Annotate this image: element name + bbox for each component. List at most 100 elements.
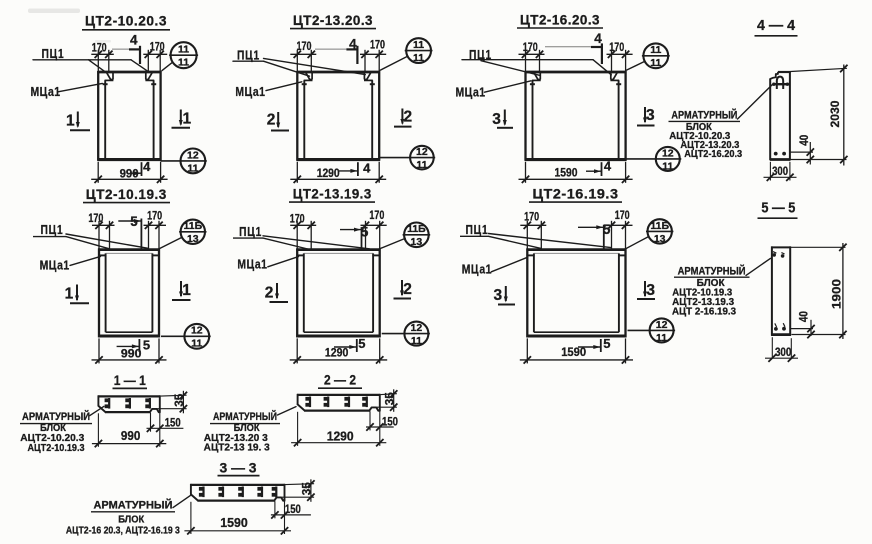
svg-text:5: 5 <box>130 214 138 229</box>
svg-text:11Б: 11Б <box>650 220 669 232</box>
svg-text:11Б: 11Б <box>407 223 426 235</box>
svg-text:4: 4 <box>143 159 151 174</box>
svg-text:11: 11 <box>178 44 189 56</box>
svg-text:150: 150 <box>165 416 181 430</box>
svg-text:170: 170 <box>92 41 107 55</box>
svg-text:990: 990 <box>120 167 139 181</box>
svg-text:БЛОК: БЛОК <box>40 422 67 434</box>
svg-text:3: 3 <box>492 111 501 128</box>
svg-text:4: 4 <box>604 159 612 174</box>
svg-text:1290: 1290 <box>327 429 354 444</box>
svg-text:150: 150 <box>382 414 398 428</box>
svg-text:5: 5 <box>603 222 611 237</box>
svg-text:170: 170 <box>147 209 162 223</box>
svg-text:МЦа1: МЦа1 <box>237 257 267 271</box>
svg-text:3: 3 <box>646 107 655 124</box>
svg-text:ПЦ1: ПЦ1 <box>41 223 64 237</box>
svg-text:35: 35 <box>174 393 186 407</box>
svg-text:11: 11 <box>191 338 202 350</box>
svg-text:13: 13 <box>187 233 199 245</box>
svg-text:990: 990 <box>121 428 141 443</box>
svg-text:4: 4 <box>349 36 357 51</box>
svg-text:МЦа1: МЦа1 <box>40 258 70 272</box>
svg-text:ЦТ2-13.20.3: ЦТ2-13.20.3 <box>293 13 373 28</box>
svg-text:4 — 4: 4 — 4 <box>757 17 796 34</box>
svg-text:2: 2 <box>403 109 412 126</box>
svg-text:МЦа1: МЦа1 <box>235 85 265 99</box>
svg-text:11: 11 <box>413 52 424 64</box>
svg-text:170: 170 <box>297 39 312 53</box>
svg-text:1590: 1590 <box>555 165 578 179</box>
svg-text:5: 5 <box>358 336 365 351</box>
svg-text:13: 13 <box>411 236 423 248</box>
svg-text:11Б: 11Б <box>183 220 202 232</box>
svg-text:170: 170 <box>524 209 539 223</box>
svg-text:1900: 1900 <box>830 279 844 309</box>
svg-text:АЦТ2-10.19.3: АЦТ2-10.19.3 <box>28 443 85 454</box>
svg-text:3: 3 <box>493 287 502 304</box>
svg-text:170: 170 <box>370 38 385 52</box>
svg-text:35: 35 <box>384 392 396 406</box>
svg-text:АЦТ 2-16.19.3: АЦТ 2-16.19.3 <box>672 306 736 317</box>
svg-text:11: 11 <box>656 332 667 344</box>
svg-text:11: 11 <box>187 162 198 174</box>
svg-text:2 — 2: 2 — 2 <box>324 372 356 388</box>
svg-text:АЦТ2-13 19. 3: АЦТ2-13 19. 3 <box>204 442 270 453</box>
svg-text:40: 40 <box>797 135 811 146</box>
svg-text:2: 2 <box>403 281 412 298</box>
svg-text:4: 4 <box>363 161 371 176</box>
svg-text:1290: 1290 <box>325 345 349 359</box>
svg-text:1290: 1290 <box>317 166 340 180</box>
svg-text:ЦТ2-16.20.3: ЦТ2-16.20.3 <box>520 13 600 28</box>
svg-text:ЦТ2-10.20.3: ЦТ2-10.20.3 <box>85 14 167 29</box>
svg-text:АЦТ2-10.19.3: АЦТ2-10.19.3 <box>672 287 732 298</box>
svg-text:11: 11 <box>650 44 661 56</box>
svg-text:11: 11 <box>662 160 673 172</box>
svg-text:1590: 1590 <box>220 515 248 530</box>
svg-text:4: 4 <box>130 32 138 47</box>
svg-text:5 — 5: 5 — 5 <box>761 200 795 217</box>
svg-text:11: 11 <box>416 159 427 171</box>
svg-text:12: 12 <box>187 149 199 161</box>
svg-text:5: 5 <box>143 338 150 353</box>
svg-text:11: 11 <box>650 57 661 69</box>
svg-text:ПЦ1: ПЦ1 <box>42 47 65 61</box>
svg-text:ЦТ2-10.19.3: ЦТ2-10.19.3 <box>86 187 167 202</box>
svg-text:1590: 1590 <box>561 345 586 359</box>
svg-text:АРМАТУРНЫЙ: АРМАТУРНЫЙ <box>22 410 90 423</box>
svg-text:12: 12 <box>416 146 428 158</box>
svg-text:ПЦ1: ПЦ1 <box>466 223 489 237</box>
svg-text:11: 11 <box>178 57 189 69</box>
svg-text:3: 3 <box>646 282 655 299</box>
svg-text:1 — 1: 1 — 1 <box>114 372 146 388</box>
svg-text:5: 5 <box>361 224 369 239</box>
svg-text:АЦТ2-13.20 3: АЦТ2-13.20 3 <box>204 433 268 444</box>
svg-text:ПЦ1: ПЦ1 <box>237 48 260 62</box>
svg-text:5: 5 <box>603 336 610 351</box>
svg-text:1: 1 <box>65 285 74 302</box>
svg-text:ПЦ1: ПЦ1 <box>469 48 492 62</box>
svg-text:990: 990 <box>121 347 142 361</box>
svg-text:11: 11 <box>411 335 422 347</box>
svg-text:БЛОК: БЛОК <box>686 121 713 133</box>
svg-text:13: 13 <box>654 233 666 245</box>
svg-text:12: 12 <box>411 322 423 334</box>
svg-text:170: 170 <box>523 40 538 54</box>
svg-text:300: 300 <box>775 345 792 359</box>
svg-text:АЦТ2-10.20.3: АЦТ2-10.20.3 <box>20 433 84 444</box>
svg-text:АРМАТУРНЫЙ: АРМАТУРНЫЙ <box>94 498 173 511</box>
svg-text:МЦа1: МЦа1 <box>31 85 61 99</box>
svg-text:11: 11 <box>413 39 424 51</box>
svg-text:БЛОК: БЛОК <box>234 422 261 434</box>
svg-text:АЦТ2-13.20.3: АЦТ2-13.20.3 <box>680 140 739 151</box>
svg-text:170: 170 <box>150 40 165 54</box>
svg-text:ЦТ2-13.19.3: ЦТ2-13.19.3 <box>293 187 372 202</box>
svg-text:АЦТ2-16.20.3: АЦТ2-16.20.3 <box>684 149 742 160</box>
svg-text:170: 170 <box>369 208 384 222</box>
svg-text:МЦа1: МЦа1 <box>456 85 486 99</box>
svg-text:300: 300 <box>772 164 788 178</box>
svg-text:170: 170 <box>609 40 624 54</box>
svg-text:3 — 3: 3 — 3 <box>220 459 257 475</box>
svg-text:150: 150 <box>285 502 301 516</box>
svg-text:ПЦ1: ПЦ1 <box>239 225 262 239</box>
